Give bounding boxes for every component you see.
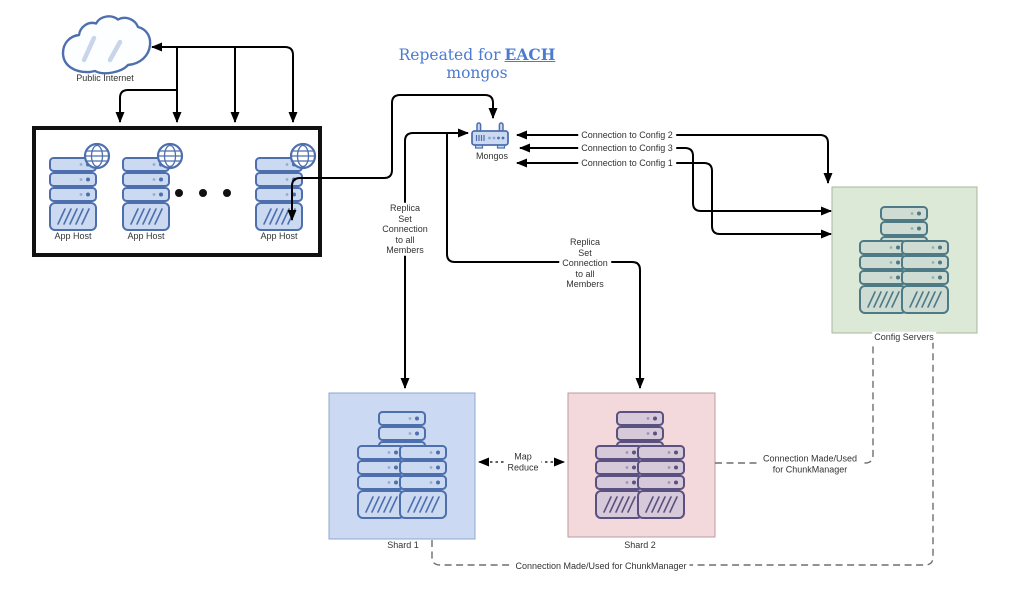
mongos-label: Mongos — [475, 150, 509, 161]
mongos-router-icon — [472, 123, 508, 148]
map-reduce-label: Map Reduce — [504, 451, 542, 473]
chunkmanager-label-1: Connection Made/Used for ChunkManager — [759, 453, 861, 475]
connection-config2-label: Connection to Config 2 — [578, 129, 676, 141]
edge-internet-apphosts — [151, 42, 298, 123]
app-host-3-label: App Host — [260, 230, 298, 241]
public-internet-label: Public Internet — [76, 72, 134, 83]
ellipsis-dots — [175, 189, 231, 197]
title-line2: mongos — [446, 64, 508, 82]
edge-internet-drop-0 — [115, 89, 177, 123]
app-host-1-label: App Host — [54, 230, 92, 241]
edge-mongos-shard2 — [446, 134, 645, 389]
edge-config2 — [516, 130, 833, 184]
public-internet-cloud-icon — [61, 15, 152, 75]
config-servers-label: Config Servers — [872, 331, 936, 343]
app-host-2-label: App Host — [127, 230, 165, 241]
connection-config3-label: Connection to Config 3 — [578, 142, 676, 154]
replica-set-label-1: Replica Set Connection to all Members — [379, 202, 431, 256]
edge-config1 — [516, 158, 832, 239]
edge-mongos-shard1 — [400, 128, 469, 389]
shard2-label: Shard 2 — [624, 539, 656, 550]
edge-apphost-mongos — [287, 94, 498, 221]
edge-chunkmanager-shard2-config — [715, 341, 874, 464]
replica-set-label-2: Replica Set Connection to all Members — [559, 236, 611, 290]
chunkmanager-label-2: Connection Made/Used for ChunkManager — [512, 560, 690, 572]
edge-chunkmanager-shard1-config — [431, 341, 934, 566]
shard1-label: Shard 1 — [387, 539, 419, 550]
connection-config1-label: Connection to Config 1 — [578, 157, 676, 169]
title-part1: Repeated for — [398, 46, 501, 64]
title-part2: EACH — [504, 45, 556, 64]
